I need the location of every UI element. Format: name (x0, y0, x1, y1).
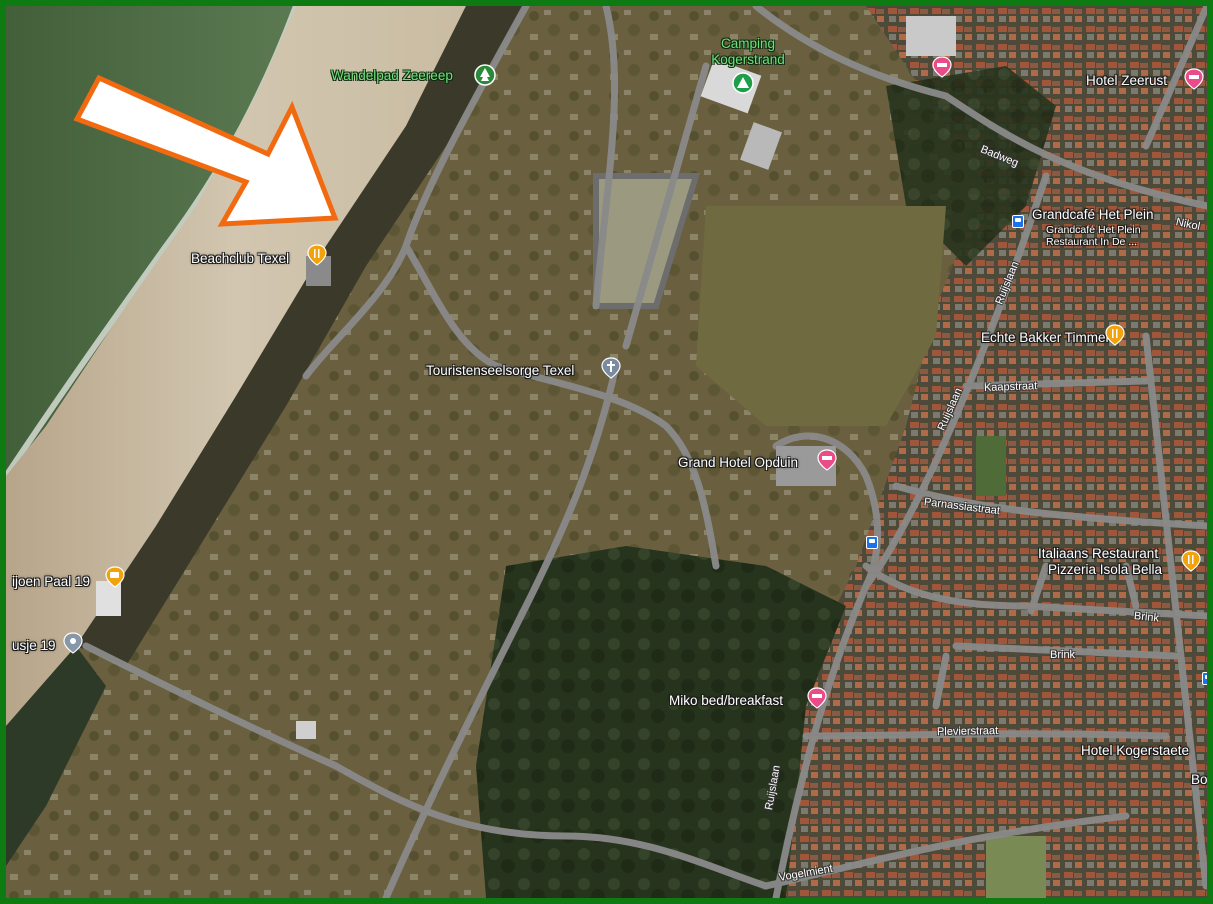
bus-stop-icon[interactable] (866, 536, 878, 549)
paviljoen-label[interactable]: ijoen Paal 19 (12, 574, 91, 589)
hotel-zeerust-label[interactable]: Hotel Zeerust (1086, 73, 1168, 88)
campground-pin-icon[interactable] (732, 72, 754, 94)
poi-label-bo[interactable]: Bo (1191, 772, 1208, 787)
trail-pin-icon[interactable] (474, 64, 496, 86)
restaurant-pin-icon[interactable] (306, 244, 328, 266)
restaurant-pin-icon[interactable] (1180, 550, 1202, 572)
grandcafe-sub-label-2: Restaurant In De ... (1046, 236, 1138, 248)
grandcafe-sub-label: Grandcafé Het Plein (1046, 224, 1141, 236)
huisje-label[interactable]: usje 19 (12, 638, 56, 653)
cafe-pin-icon[interactable] (104, 566, 126, 588)
hotel-pin-icon[interactable] (931, 56, 953, 78)
bus-stop-icon[interactable] (1202, 672, 1207, 685)
road-label-plevierstraat: Plevierstraat (936, 724, 999, 738)
grand-hotel-label[interactable]: Grand Hotel Opduin (678, 455, 799, 470)
beachclub-label[interactable]: Beachclub Texel (191, 251, 290, 266)
road-label-kaapstraat: Kaapstraat (983, 380, 1038, 394)
location-pin-icon[interactable] (62, 632, 84, 654)
touristenseelsorge-label[interactable]: Touristenseelsorge Texel (426, 363, 575, 378)
echte-bakker-label[interactable]: Echte Bakker Timmer (981, 330, 1111, 345)
satellite-map[interactable] (6, 6, 1207, 898)
miko-label[interactable]: Miko bed/breakfast (669, 693, 784, 708)
annotation-arrow (73, 74, 339, 227)
wandelpad-label[interactable]: Wandelpad Zeereep (331, 68, 453, 83)
pizzeria-label[interactable]: Pizzeria Isola Bella (1048, 562, 1163, 577)
hotel-pin-icon[interactable] (1183, 68, 1205, 90)
grandcafe-label[interactable]: Grandcafé Het Plein (1032, 207, 1154, 222)
road-label-brink: Brink (1133, 610, 1160, 625)
camping-label[interactable]: Camping Kogerstrand (711, 36, 785, 67)
road-label-brink: Brink (1050, 649, 1076, 661)
italiaans-label[interactable]: Italiaans Restaurant (1038, 546, 1159, 561)
hotel-kogerstaete-label[interactable]: Hotel Kogerstaete (1081, 743, 1190, 758)
hotel-pin-icon[interactable] (816, 449, 838, 471)
restaurant-pin-icon[interactable] (1104, 324, 1126, 346)
bus-stop-icon[interactable] (1012, 215, 1024, 228)
church-pin-icon[interactable] (600, 357, 622, 379)
hotel-pin-icon[interactable] (806, 687, 828, 709)
